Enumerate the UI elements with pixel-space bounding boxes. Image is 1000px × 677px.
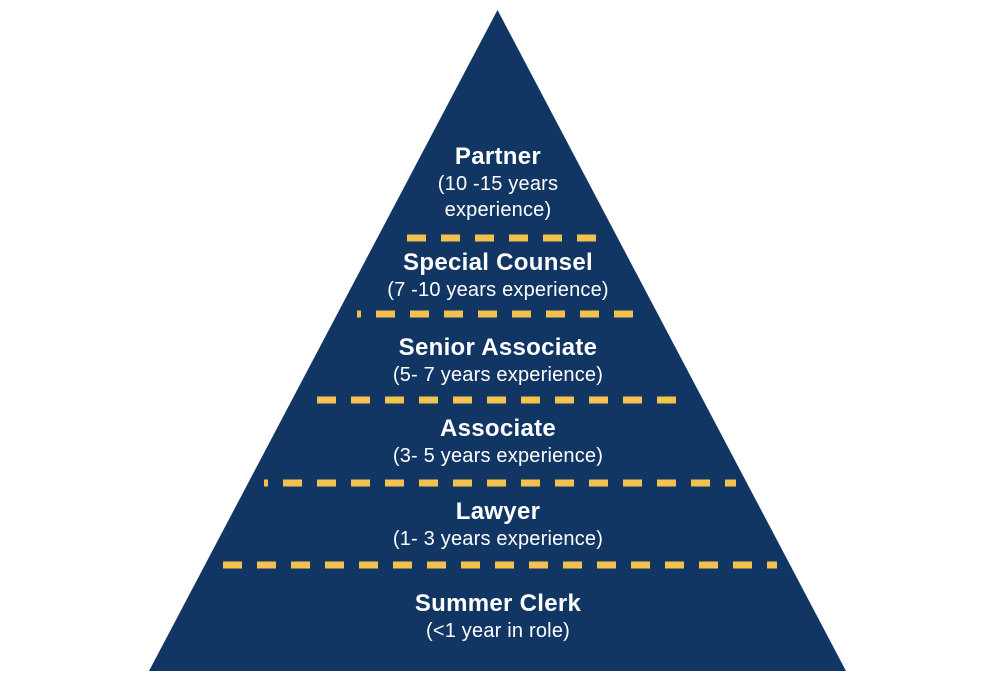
level-lawyer: Lawyer (1- 3 years experience) — [393, 498, 603, 552]
level-special-counsel: Special Counsel (7 -10 years experience) — [387, 249, 609, 303]
level-label: Partner — [454, 143, 542, 170]
level-experience: (7 -10 years experience) — [387, 279, 609, 301]
level-label: Special Counsel — [403, 249, 593, 276]
level-label: Senior Associate — [398, 334, 598, 361]
level-label: Summer Clerk — [414, 590, 582, 617]
pyramid-triangle — [149, 10, 846, 671]
level-label: Associate — [439, 415, 557, 442]
level-associate: Associate (3- 5 years experience) — [393, 415, 603, 469]
level-experience: (<1 year in role) — [425, 620, 570, 642]
level-partner: Partner (10 -15 years experience) — [422, 143, 574, 223]
level-experience: (5- 7 years experience) — [392, 364, 604, 386]
level-experience: (3- 5 years experience) — [392, 445, 604, 467]
level-label: Lawyer — [455, 498, 541, 525]
level-summer-clerk: Summer Clerk (<1 year in role) — [415, 590, 581, 644]
level-experience: (1- 3 years experience) — [392, 528, 604, 550]
level-senior-associate: Senior Associate (5- 7 years experience) — [393, 334, 603, 388]
level-experience: (10 -15 years experience) — [437, 173, 559, 221]
